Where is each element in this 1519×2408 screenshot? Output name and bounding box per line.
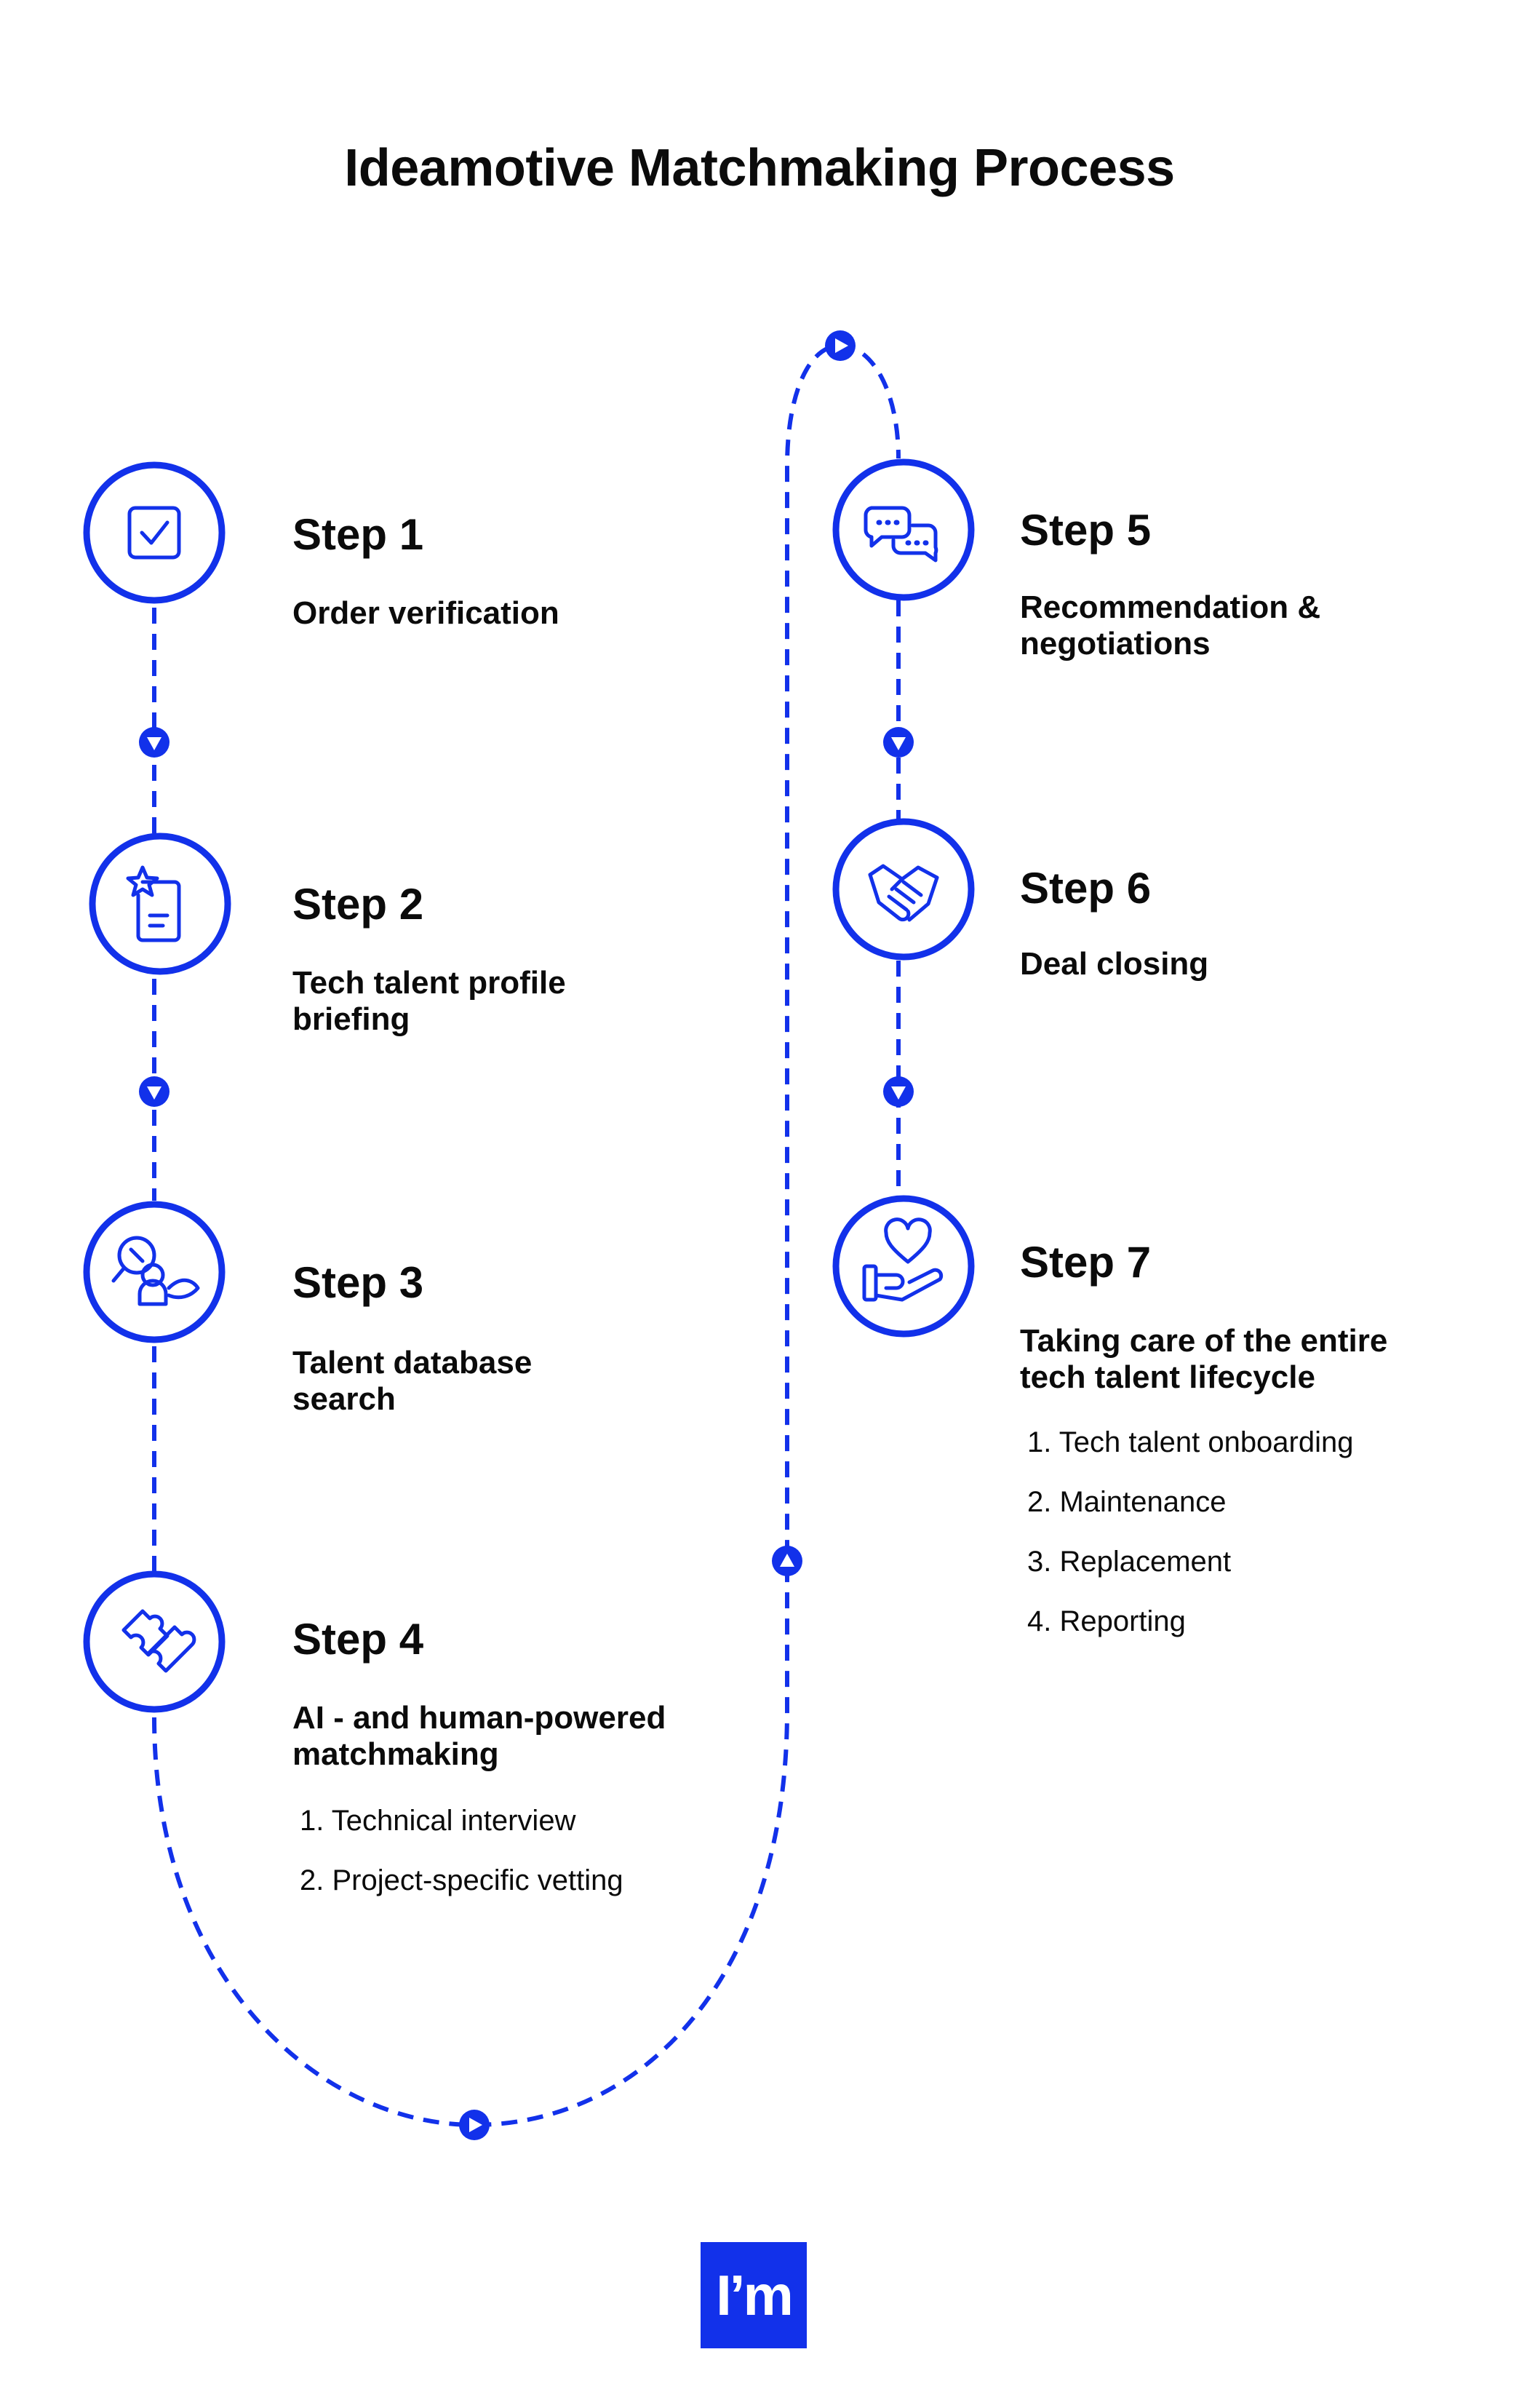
direction-marker	[139, 727, 170, 758]
direction-marker	[883, 727, 914, 758]
page-title: Ideamotive Matchmaking Process	[344, 139, 1175, 197]
profile-star-document-icon	[126, 865, 181, 942]
list-item: 2. Project-specific vetting	[300, 1864, 623, 1896]
list-item: 3. Replacement	[1027, 1546, 1232, 1578]
handshake-icon	[868, 864, 939, 922]
step-description: Order verification	[292, 595, 559, 631]
step-description: Deal closing	[1020, 946, 1209, 982]
step-description: Recommendation & negotiations	[1020, 589, 1321, 661]
list-item: 2. Maintenance	[1027, 1486, 1227, 1518]
direction-marker	[459, 2110, 490, 2140]
step-description: Tech talent profile briefing	[292, 965, 566, 1037]
step-heading: Step 5	[1020, 506, 1152, 555]
list-item: 1. Tech talent onboarding	[1027, 1426, 1354, 1458]
step-description: AI - and human-powered matchmaking	[292, 1700, 666, 1772]
list-item: 1. Technical interview	[300, 1805, 576, 1837]
step-description: Taking care of the entire tech talent li…	[1020, 1323, 1388, 1395]
step-description: Talent database search	[292, 1345, 533, 1417]
puzzle-icon	[121, 1609, 196, 1673]
direction-marker	[772, 1546, 802, 1576]
search-person-icon	[111, 1236, 200, 1306]
step-heading: Step 1	[292, 510, 424, 559]
heart-hand-icon	[862, 1217, 944, 1302]
checkbox-icon	[127, 506, 181, 560]
ideamotive-logo: I’m	[701, 2242, 807, 2348]
step-1: Step 1	[292, 509, 423, 560]
step-heading: Step 4	[292, 1615, 424, 1664]
step-heading: Step 3	[292, 1258, 424, 1307]
step-heading: Step 2	[292, 880, 424, 929]
direction-marker	[139, 1076, 170, 1107]
step-heading: Step 7	[1020, 1238, 1152, 1287]
step-heading: Step 6	[1020, 864, 1152, 913]
direction-marker	[883, 1076, 914, 1107]
chat-bubbles-icon	[864, 506, 938, 563]
direction-marker	[825, 330, 856, 361]
list-item: 4. Reporting	[1027, 1605, 1186, 1637]
